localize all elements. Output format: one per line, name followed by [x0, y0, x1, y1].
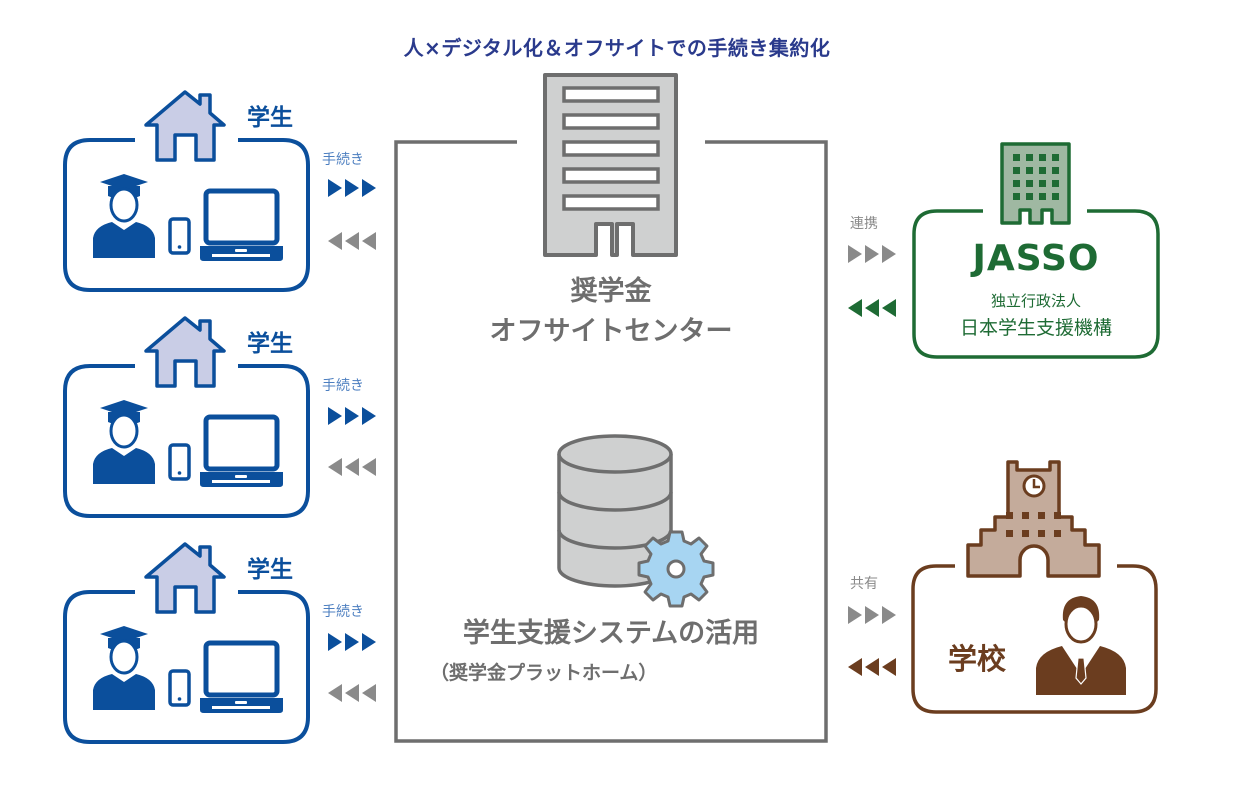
student-label-2: 学生 — [247, 331, 293, 357]
student-label-3: 学生 — [247, 557, 293, 583]
arrow-from-center-1 — [328, 232, 376, 250]
arrow-to-jasso — [848, 245, 896, 263]
gear-icon — [637, 530, 715, 608]
offsite-center-title: 奨学金 オフサイトセンター — [396, 272, 826, 352]
center-box — [394, 140, 828, 743]
offsite-center-title-line2: オフサイトセンター — [489, 316, 733, 347]
school-box — [911, 564, 1158, 714]
flow-label-procedure-1: 手続き — [322, 152, 364, 168]
student-label-1: 学生 — [247, 105, 293, 131]
arrow-from-school — [848, 658, 896, 676]
jasso-box — [912, 209, 1160, 359]
arrow-to-center-1 — [328, 179, 376, 197]
arrow-from-jasso — [848, 299, 896, 317]
system-title: 学生支援システムの活用 — [462, 618, 760, 649]
school-building-icon — [966, 460, 1101, 578]
arrow-from-center-3 — [328, 684, 376, 702]
database-icon — [557, 434, 673, 588]
jasso-subtitle-2: 日本学生支援機構 — [959, 317, 1112, 339]
jasso-name: JASSO — [972, 238, 1100, 279]
arrow-to-school — [848, 606, 896, 624]
office-building-icon — [543, 73, 678, 257]
flow-label-share: 共有 — [850, 576, 878, 592]
arrow-to-center-2 — [328, 407, 376, 425]
school-name: 学校 — [948, 642, 1007, 676]
arrow-to-center-3 — [328, 633, 376, 651]
school-staff-icon — [1036, 596, 1126, 695]
flow-label-procedure-3: 手続き — [322, 604, 364, 620]
flow-label-procedure-2: 手続き — [322, 378, 364, 394]
jasso-subtitle-1: 独立行政法人 — [990, 292, 1081, 310]
diagram-title: 人×デジタル化＆オフサイトでの手続き集約化 — [403, 36, 831, 60]
system-subtitle: （奨学金プラットホーム） — [430, 662, 658, 684]
arrow-from-center-2 — [328, 458, 376, 476]
offsite-center-title-line1: 奨学金 — [570, 276, 652, 307]
jasso-building-icon — [1000, 142, 1071, 225]
flow-label-cooperation: 連携 — [850, 216, 878, 232]
